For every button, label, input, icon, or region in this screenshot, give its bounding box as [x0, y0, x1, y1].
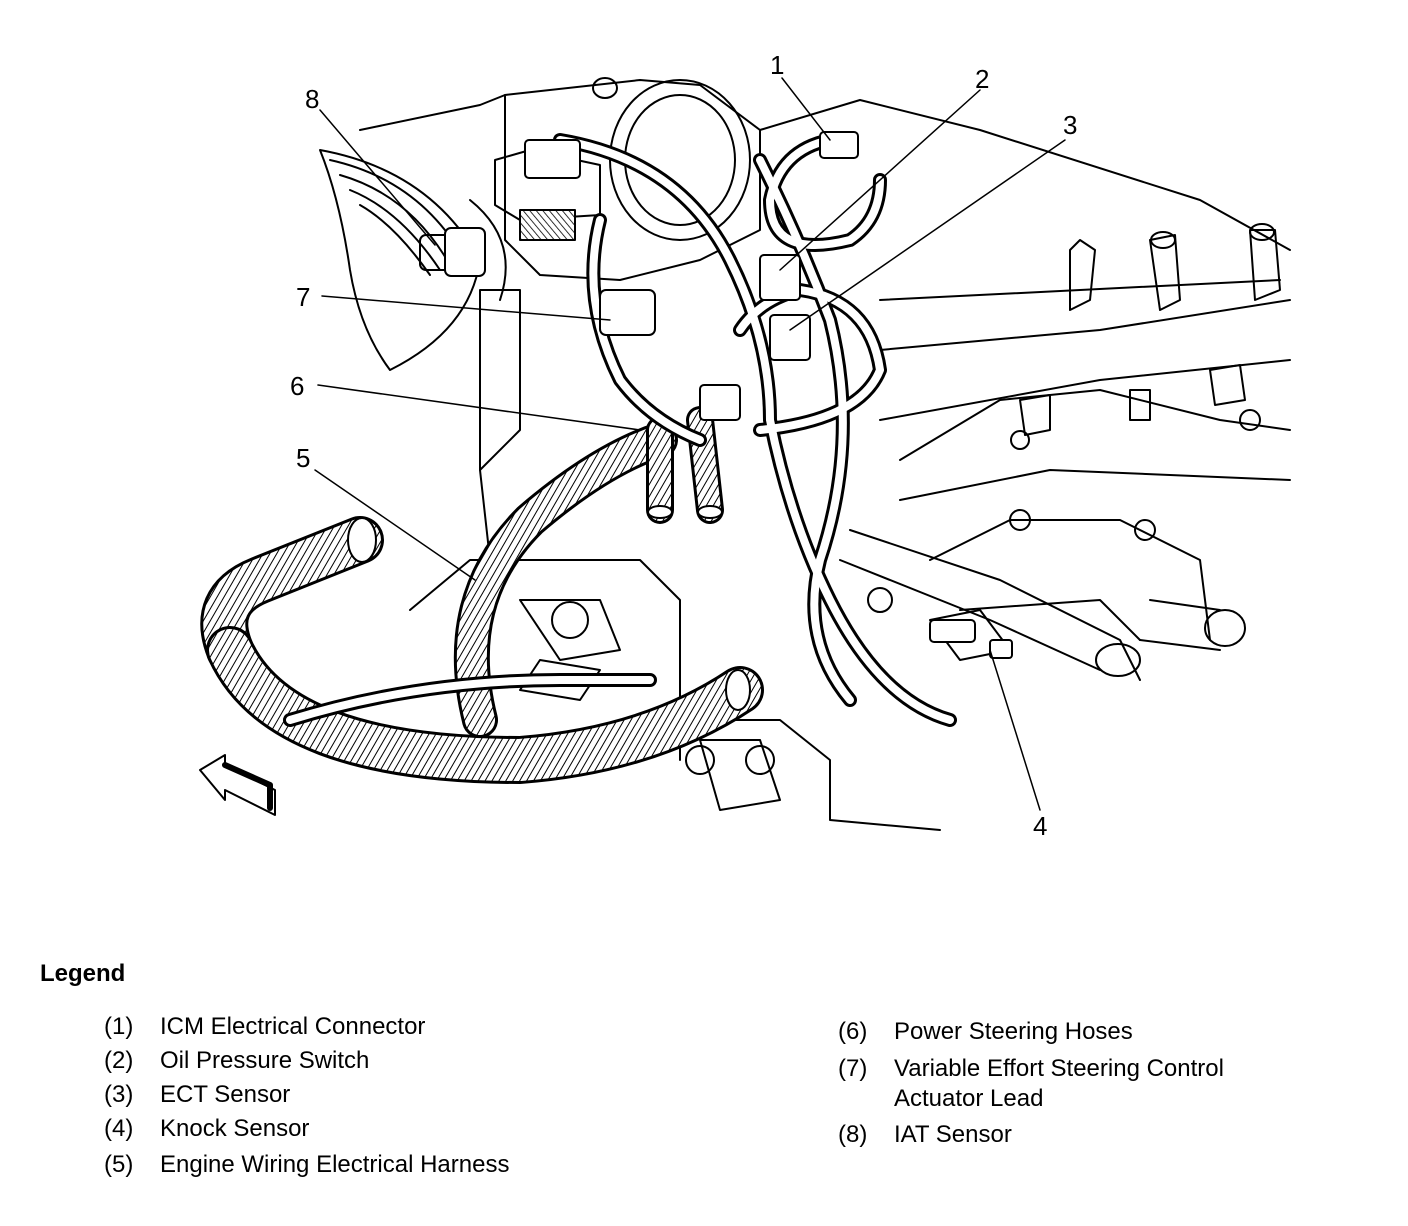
- callout-4: 4: [1033, 811, 1048, 841]
- legend-title: Legend: [40, 960, 126, 987]
- legend-text: Actuator Lead: [894, 1085, 1044, 1112]
- callout-7: 7: [296, 282, 311, 312]
- legend-number: (6): [838, 1018, 868, 1045]
- legend-text: Knock Sensor: [160, 1115, 310, 1142]
- legend-text: IAT Sensor: [894, 1121, 1012, 1148]
- air-intake-duct: [319, 149, 507, 371]
- legend-text: ECT Sensor: [160, 1081, 291, 1108]
- callout-5: 5: [296, 443, 311, 473]
- legend-number: (1): [104, 1013, 134, 1040]
- engine-block: [359, 94, 1291, 831]
- legend-number: (8): [838, 1121, 868, 1148]
- legend-text: ICM Electrical Connector: [160, 1013, 426, 1040]
- engine-line-drawing: [199, 77, 1291, 831]
- legend-text: Variable Effort Steering Control: [894, 1055, 1224, 1082]
- harness-corrugated: [200, 406, 764, 784]
- coil-towers: [1009, 223, 1281, 541]
- callout-1: 1: [770, 50, 785, 80]
- legend-number: (7): [838, 1055, 868, 1082]
- callout-3: 3: [1063, 110, 1078, 140]
- callout-6: 6: [290, 371, 305, 401]
- legend-text: Oil Pressure Switch: [160, 1047, 370, 1074]
- callout-2: 2: [975, 64, 990, 94]
- legend-number: (4): [104, 1115, 134, 1142]
- legend-number: (3): [104, 1081, 134, 1108]
- front-arrow: [199, 754, 276, 816]
- legend-number: (2): [104, 1047, 134, 1074]
- legend-text: Engine Wiring Electrical Harness: [160, 1151, 510, 1178]
- leader-lines: [314, 77, 1066, 811]
- callout-8: 8: [305, 84, 320, 114]
- legend-number: (5): [104, 1151, 134, 1178]
- legend-text: Power Steering Hoses: [894, 1018, 1133, 1045]
